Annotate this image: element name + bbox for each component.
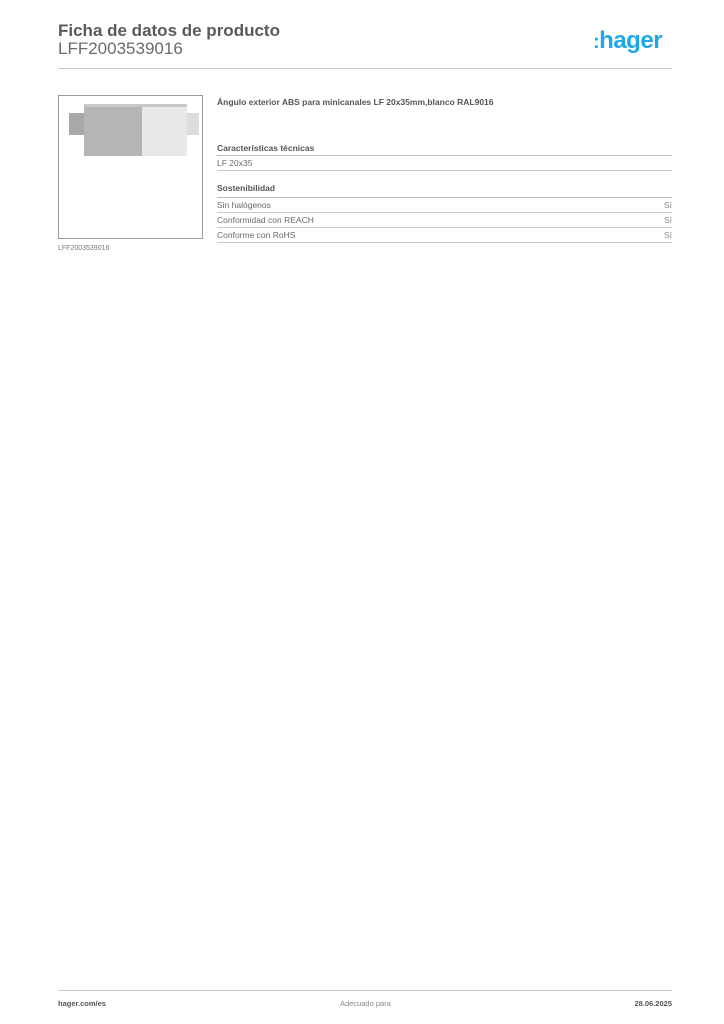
row-value: Sí [663, 215, 672, 225]
row-value: Sí [663, 200, 672, 210]
hager-logo: :hager [593, 27, 663, 55]
table-row: Sin halógenos Sí [217, 198, 672, 213]
corner-fitting-icon [69, 104, 199, 156]
table-row: Conforme con RoHS Sí [217, 228, 672, 243]
document-title: Ficha de datos de producto [58, 21, 280, 40]
product-image [58, 95, 203, 239]
section-technical: Características técnicas LF 20x35 [217, 142, 672, 171]
section-title: Sostenibilidad [217, 182, 672, 198]
section-sustainability: Sostenibilidad Sin halógenos Sí Conformi… [217, 182, 672, 243]
logo-colon-icon: : [593, 31, 600, 53]
row-label: LF 20x35 [217, 158, 253, 168]
row-label: Conformidad con REACH [217, 215, 314, 225]
footer-website-link[interactable]: hager.com/es [58, 999, 106, 1008]
row-label: Sin halógenos [217, 200, 271, 210]
image-caption: LFF2003539016 [58, 245, 110, 252]
product-description: Ángulo exterior ABS para minicanales LF … [217, 97, 494, 107]
logo-text: hager [599, 27, 663, 54]
row-value: Sí [663, 230, 672, 240]
footer-date: 28.06.2025 [634, 999, 672, 1008]
table-row: LF 20x35 [217, 156, 672, 171]
table-row: Conformidad con REACH Sí [217, 213, 672, 228]
footer-divider [58, 990, 672, 991]
header-divider [58, 68, 672, 69]
row-label: Conforme con RoHS [217, 230, 296, 240]
footer-suitable-for: Adecuado para [340, 999, 391, 1008]
product-code: LFF2003539016 [58, 39, 183, 58]
section-title: Características técnicas [217, 142, 672, 156]
